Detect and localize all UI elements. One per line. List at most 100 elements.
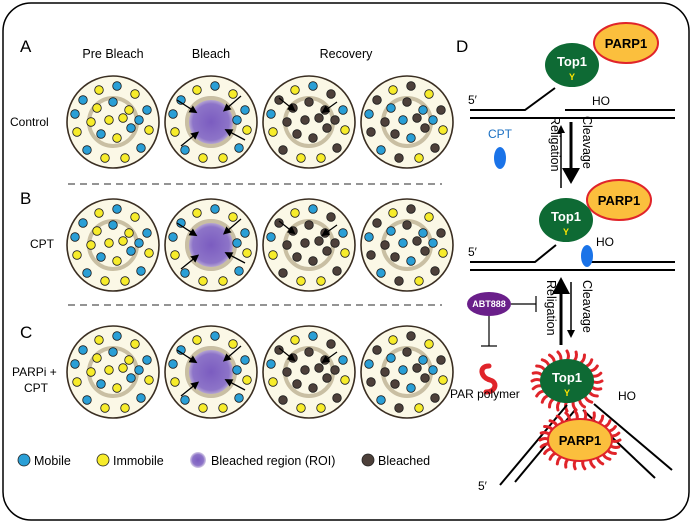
bleached-particle bbox=[304, 347, 314, 357]
mobile-particle bbox=[180, 145, 190, 155]
immobile-particle bbox=[296, 276, 306, 286]
influx-arrow bbox=[222, 218, 242, 235]
cpt-drug-icon bbox=[494, 147, 506, 169]
bleached-particle bbox=[308, 383, 318, 393]
bleached-particle bbox=[274, 218, 284, 228]
mobile-particle bbox=[266, 359, 276, 369]
mobile-particle bbox=[142, 355, 152, 365]
mobile-particle bbox=[180, 395, 190, 405]
bleached-particle bbox=[406, 204, 416, 214]
immobile-particle bbox=[316, 153, 326, 163]
immobile-particle bbox=[130, 89, 140, 99]
immobile-particle bbox=[290, 335, 300, 345]
mobile-particle bbox=[96, 379, 106, 389]
immobile-particle bbox=[104, 238, 114, 248]
immobile-particle bbox=[290, 85, 300, 95]
mobile-particle bbox=[134, 238, 144, 248]
mobile-particle bbox=[134, 365, 144, 375]
bleached-particle bbox=[308, 133, 318, 143]
mobile-particle bbox=[364, 359, 374, 369]
influx-arrow bbox=[224, 252, 246, 264]
bleached-particle bbox=[308, 256, 318, 266]
immobile-particle bbox=[112, 256, 122, 266]
bleached-particle bbox=[380, 117, 390, 127]
bleached-particle bbox=[300, 365, 310, 375]
immobile-particle bbox=[414, 276, 424, 286]
mobile-particle bbox=[364, 109, 374, 119]
immobile-particle bbox=[438, 375, 448, 385]
bleached-particle bbox=[330, 115, 340, 125]
influx-arrow bbox=[180, 381, 200, 397]
cell-grid bbox=[66, 75, 454, 419]
parp1-top bbox=[593, 22, 659, 64]
influx-arrow bbox=[224, 379, 246, 391]
header-recovery: Recovery bbox=[320, 47, 374, 61]
immobile-particle bbox=[104, 365, 114, 375]
immobile-particle bbox=[92, 226, 102, 236]
mobile-particle bbox=[82, 395, 92, 405]
bleached-particle bbox=[366, 377, 376, 387]
immobile-particle bbox=[130, 339, 140, 349]
legend-swatch-bleached bbox=[361, 453, 375, 467]
par-polymer-icon bbox=[479, 363, 498, 395]
five-prime-label-bottom: 5′ bbox=[478, 479, 488, 493]
bleached-particle bbox=[288, 103, 298, 113]
legend-swatch-roi bbox=[190, 452, 206, 468]
top1-top bbox=[545, 43, 599, 87]
tyrosine-top: Y bbox=[569, 72, 575, 82]
legend-bleached-region: Bleached region (ROI) bbox=[211, 454, 335, 468]
cell-r1-c4 bbox=[360, 75, 454, 169]
bleached-particle bbox=[330, 365, 340, 375]
immobile-particle bbox=[144, 375, 154, 385]
influx-arrow bbox=[180, 254, 200, 270]
mobile-particle bbox=[406, 133, 416, 143]
mobile-particle bbox=[240, 228, 250, 238]
five-prime-label-mid: 5′ bbox=[468, 245, 478, 259]
bleached-particle bbox=[332, 393, 342, 403]
influx-arrow bbox=[321, 224, 338, 237]
bleached-particle bbox=[322, 123, 332, 133]
panel-label-b: B bbox=[20, 189, 31, 208]
immobile-particle bbox=[86, 240, 96, 250]
bleached-particle bbox=[412, 236, 422, 246]
mobile-particle bbox=[234, 266, 244, 276]
abt888-drug bbox=[467, 292, 511, 316]
influx-arrow bbox=[176, 349, 198, 364]
immobile-particle bbox=[94, 335, 104, 345]
immobile-particle bbox=[92, 353, 102, 363]
legend-bleached: Bleached bbox=[378, 454, 430, 468]
immobile-particle bbox=[438, 248, 448, 258]
cleavage-label-top: Cleavage bbox=[580, 116, 594, 169]
bleached-particle bbox=[436, 355, 446, 365]
bleached-particle bbox=[412, 363, 422, 373]
bleached-particle bbox=[380, 240, 390, 250]
immobile-particle bbox=[192, 85, 202, 95]
cell-r1-c2 bbox=[164, 75, 258, 169]
cell-r3-c2 bbox=[164, 325, 258, 419]
immobile-particle bbox=[424, 89, 434, 99]
immobile-particle bbox=[388, 85, 398, 95]
mobile-particle bbox=[234, 143, 244, 153]
immobile-particle bbox=[72, 127, 82, 137]
cleavage-arrow-top-head bbox=[562, 168, 580, 184]
tyrosine-mid: Y bbox=[563, 227, 569, 237]
bleached-particle bbox=[436, 105, 446, 115]
mobile-particle bbox=[240, 105, 250, 115]
mobile-particle bbox=[112, 331, 122, 341]
cell-r3-c1 bbox=[66, 325, 160, 419]
cell-r1-c1 bbox=[66, 75, 160, 169]
immobile-particle bbox=[192, 208, 202, 218]
immobile-particle bbox=[144, 248, 154, 258]
mobile-particle bbox=[210, 331, 220, 341]
mobile-particle bbox=[418, 228, 428, 238]
top1-bottom-label: Top1 bbox=[552, 370, 582, 385]
mobile-particle bbox=[82, 268, 92, 278]
mobile-particle bbox=[126, 373, 136, 383]
mobile-particle bbox=[168, 232, 178, 242]
mobile-particle bbox=[386, 103, 396, 113]
mobile-particle bbox=[78, 95, 88, 105]
par-polymer-label: PAR polymer bbox=[450, 387, 520, 401]
influx-arrow bbox=[278, 97, 296, 112]
immobile-particle bbox=[228, 339, 238, 349]
cell-r1-c3 bbox=[262, 75, 356, 169]
